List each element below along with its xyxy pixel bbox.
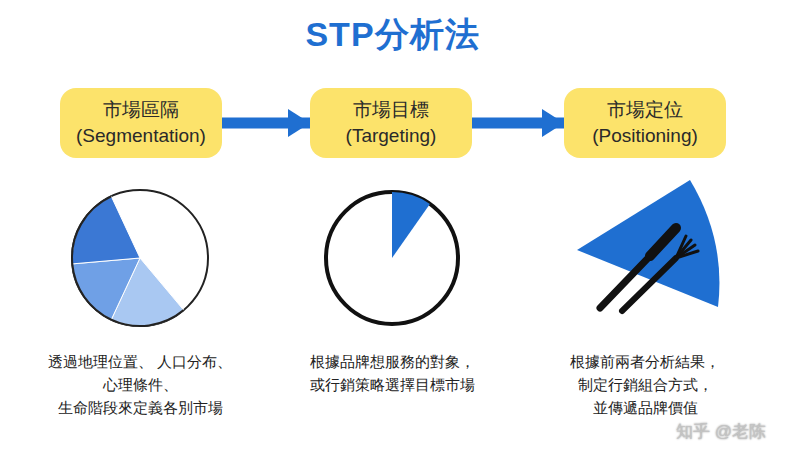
pie-chart: [72, 190, 208, 326]
pie-outline: [72, 196, 184, 326]
description-text: 透過地理位置、 人口分布、心理條件、 生命階段來定義各別市場: [45, 350, 235, 419]
circle-outline: [326, 192, 458, 324]
stage-heading: 市場目標: [353, 97, 429, 123]
position-slice: [577, 180, 719, 311]
description-text: 根據前兩者分析結果， 制定行銷組合方式， 並傳遞品牌價值: [550, 350, 740, 419]
target-circle: [326, 192, 458, 324]
knife-blade: [650, 228, 676, 256]
stage-box: 市場區隔(Segmentation): [60, 88, 222, 158]
watermark: 知乎 @老陈: [676, 420, 785, 443]
pie-slice: [72, 196, 140, 264]
knife-handle: [600, 256, 650, 308]
target-slice: [392, 192, 430, 258]
stage-box: 市場定位(Positioning): [564, 88, 726, 158]
stage-subtitle: (Positioning): [592, 123, 698, 149]
flow-arrow: [472, 118, 564, 129]
stage-heading: 市場區隔: [103, 97, 179, 123]
description-text: 根據品牌想服務的對象， 或行銷策略選擇目標市場: [297, 350, 487, 396]
stage-box: 市場目標(Targeting): [310, 88, 472, 158]
pie-slice: [72, 258, 140, 320]
fork-handle: [622, 258, 676, 311]
fork-tine: [676, 251, 698, 258]
stage-subtitle: (Targeting): [346, 123, 437, 149]
stage-subtitle: (Segmentation): [76, 123, 206, 149]
stage-heading: 市場定位: [607, 97, 683, 123]
flow-arrow: [222, 118, 310, 129]
pie-outline: [72, 190, 208, 326]
diagram-title: STP分析法: [0, 12, 785, 58]
